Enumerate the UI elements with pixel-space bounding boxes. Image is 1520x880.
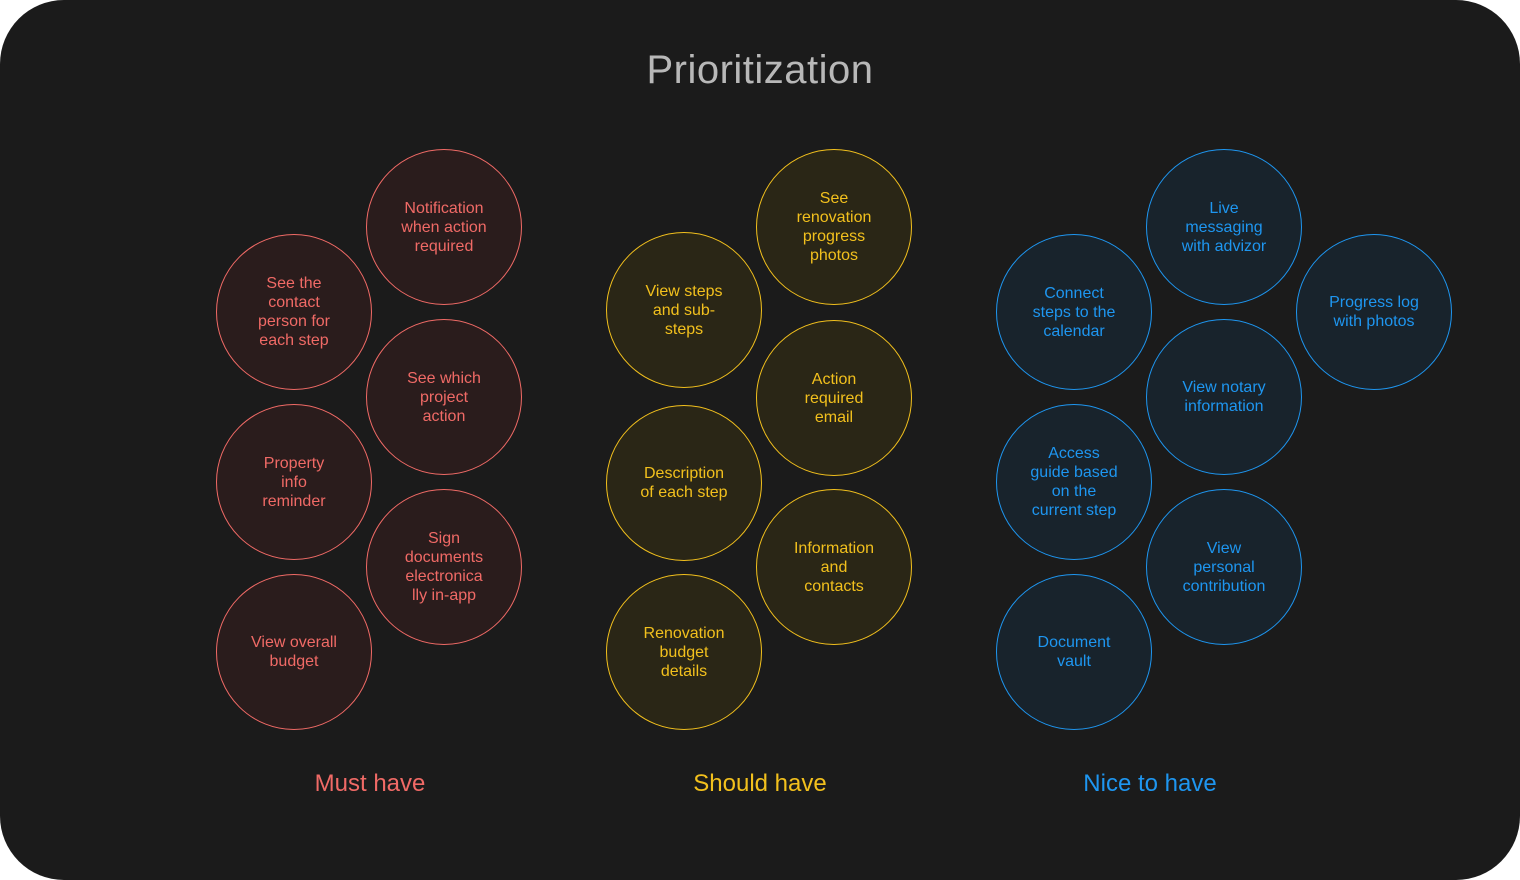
feature-bubble: See renovation progress photos xyxy=(756,149,912,305)
group-label-must-have: Must have xyxy=(314,770,426,797)
feature-bubble: Progress log with photos xyxy=(1296,234,1452,390)
feature-bubble: Document vault xyxy=(996,574,1152,730)
feature-bubble: View personal contribution xyxy=(1146,489,1302,645)
feature-label: Access guide based on the current step xyxy=(1030,445,1118,519)
feature-label: See renovation progress photos xyxy=(796,190,872,264)
feature-bubble: Connect steps to the calendar xyxy=(996,234,1152,390)
feature-bubble: Notification when action required xyxy=(366,149,522,305)
feature-label: Property info reminder xyxy=(262,454,326,510)
feature-label: Progress log with photos xyxy=(1329,294,1419,330)
feature-bubble: See the contact person for each step xyxy=(216,234,372,390)
feature-label: See the contact person for each step xyxy=(257,275,331,349)
feature-label: Description of each step xyxy=(640,465,728,501)
feature-bubble: Information and contacts xyxy=(756,489,912,645)
page-title: Prioritization xyxy=(646,48,874,92)
feature-label: Renovation budget details xyxy=(643,624,725,680)
feature-bubble: View notary information xyxy=(1146,319,1302,475)
feature-bubble: Action required email xyxy=(756,320,912,476)
group-label-should-have: Should have xyxy=(693,770,827,797)
feature-bubble: Live messaging with advizor xyxy=(1146,149,1302,305)
feature-label: See which project action xyxy=(407,369,481,425)
feature-label: View overall budget xyxy=(251,634,337,670)
feature-bubble: View steps and sub- steps xyxy=(606,232,762,388)
feature-label: Document vault xyxy=(1037,634,1111,670)
feature-bubble: Description of each step xyxy=(606,405,762,561)
feature-bubble: Sign documents electronica lly in-app xyxy=(366,489,522,645)
feature-label: Information and contacts xyxy=(793,539,875,595)
feature-bubble: Renovation budget details xyxy=(606,574,762,730)
feature-label: Live messaging with advizor xyxy=(1181,199,1267,255)
feature-label: Action required email xyxy=(804,370,864,426)
group-label-nice-to-have: Nice to have xyxy=(1083,770,1217,797)
feature-bubble: See which project action xyxy=(366,319,522,475)
feature-label: Notification when action required xyxy=(401,199,487,255)
feature-label: Sign documents electronica lly in-app xyxy=(404,530,484,604)
feature-label: View personal contribution xyxy=(1182,539,1266,595)
feature-label: View notary information xyxy=(1182,379,1266,415)
feature-label: Connect steps to the calendar xyxy=(1032,284,1116,340)
feature-bubble: Property info reminder xyxy=(216,404,372,560)
feature-label: View steps and sub- steps xyxy=(645,282,723,338)
feature-bubble: Access guide based on the current step xyxy=(996,404,1152,560)
feature-bubble: View overall budget xyxy=(216,574,372,730)
